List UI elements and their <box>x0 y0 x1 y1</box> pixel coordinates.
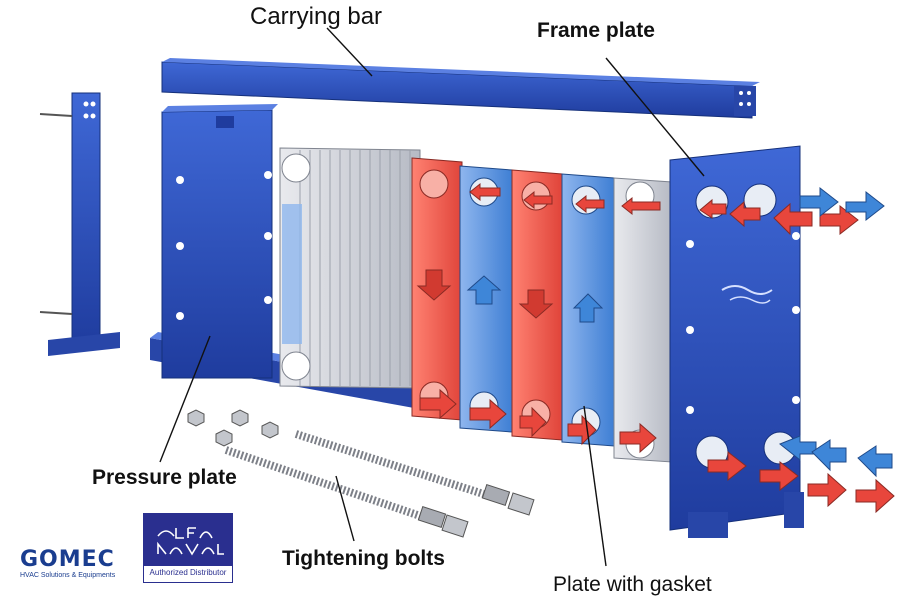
alfa-laval-badge: Authorized Distributor <box>143 513 233 583</box>
leader-tightening-bolts <box>335 475 355 542</box>
bolt-nuts <box>187 409 279 447</box>
support-column <box>39 92 120 356</box>
gomec-wordmark: GOMEC <box>20 547 115 572</box>
hot-plate-2 <box>511 169 563 441</box>
tightening-bolt-1 <box>294 430 535 516</box>
leader-carrying-bar <box>326 27 373 77</box>
label-pressure-plate: Pressure plate <box>92 466 237 489</box>
leader-lines <box>159 27 705 567</box>
cold-plate-1 <box>459 165 513 433</box>
label-tightening-bolts: Tightening bolts <box>282 547 445 570</box>
plate-pack <box>279 147 421 389</box>
tightening-bolt-2 <box>224 446 469 538</box>
leader-frame-plate <box>605 57 705 177</box>
gomec-logo: GOMEC HVAC Solutions & Equipments <box>20 547 115 579</box>
flow-arrows-bottom <box>419 388 895 514</box>
carrying-bar <box>161 58 760 119</box>
frame-plate <box>669 145 804 538</box>
alfa-laval-wordmark-graphic <box>157 527 224 556</box>
label-plate-with-gasket: Plate with gasket <box>553 573 712 596</box>
flow-arrows <box>469 182 885 236</box>
label-carrying-bar: Carrying bar <box>250 3 383 30</box>
alfa-badge-caption: Authorized Distributor <box>149 568 227 577</box>
gasket-plate <box>613 177 673 463</box>
gomec-tagline: HVAC Solutions & Equipments <box>20 572 116 579</box>
leader-pressure-plate <box>159 335 211 463</box>
cold-plate-2 <box>561 173 615 447</box>
leader-plate-with-gasket <box>583 405 607 567</box>
hot-plate-1 <box>411 157 463 421</box>
label-frame-plate: Frame plate <box>537 19 655 42</box>
pressure-plate <box>161 104 278 379</box>
alfa-laval-logo <box>144 514 232 566</box>
